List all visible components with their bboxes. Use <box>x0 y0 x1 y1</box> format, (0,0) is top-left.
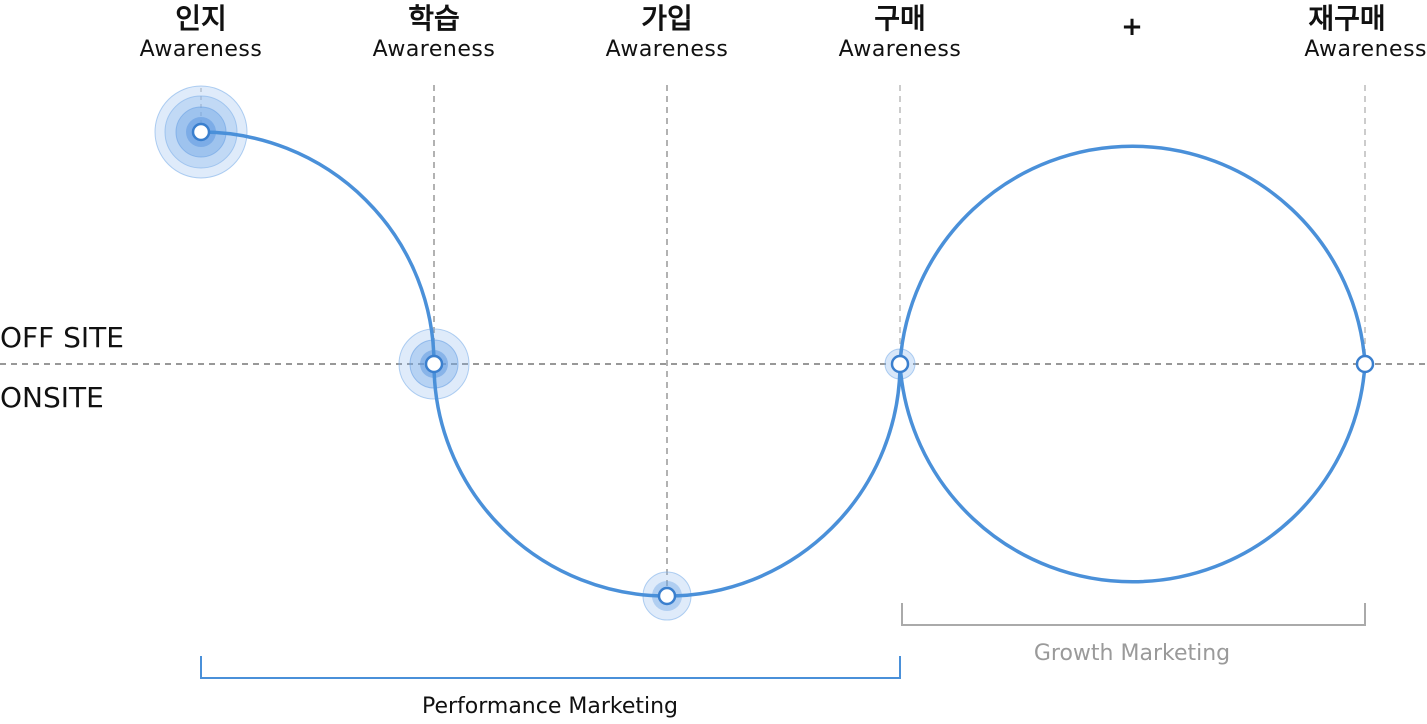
performance-marketing-bracket <box>200 656 901 679</box>
growth-marketing-label: Growth Marketing <box>1033 641 1231 666</box>
halo-stage-1 <box>154 85 248 179</box>
stage-title-ko: 재구매 <box>1308 2 1386 35</box>
stage-title-ko: 가입 <box>641 2 693 35</box>
stage-title-en: Awareness <box>372 37 496 62</box>
stage-title-ko: 인지 <box>175 2 227 35</box>
stage-title-en: Awareness <box>605 37 729 62</box>
node-stage-3 <box>657 586 677 606</box>
onsite-label: ONSITE <box>0 381 104 414</box>
growth-marketing-bracket <box>901 603 1366 626</box>
performance-marketing-label: Performance Marketing <box>421 694 679 719</box>
stage-label-4: 구매 Awareness <box>800 2 1000 64</box>
node-stage-5 <box>1355 354 1375 374</box>
node-stage-4 <box>890 354 910 374</box>
node-stage-2 <box>424 354 444 374</box>
stage-label-2: 학습 Awareness <box>334 2 534 64</box>
stage-title-ko: 구매 <box>874 2 926 35</box>
plus-sign: + <box>1121 12 1143 42</box>
stage-title-en: Awareness <box>1304 37 1427 62</box>
off-site-label: OFF SITE <box>0 321 124 354</box>
stage-label-5: 재구매 Awareness <box>1227 2 1427 64</box>
stage-label-3: 가입 Awareness <box>567 2 767 64</box>
stage-title-en: Awareness <box>139 37 263 62</box>
journey-curve <box>200 130 1367 598</box>
stage-title-ko: 학습 <box>408 2 460 35</box>
stage-label-1: 인지 Awareness <box>101 2 301 64</box>
node-stage-1 <box>191 122 211 142</box>
stage-title-en: Awareness <box>838 37 962 62</box>
